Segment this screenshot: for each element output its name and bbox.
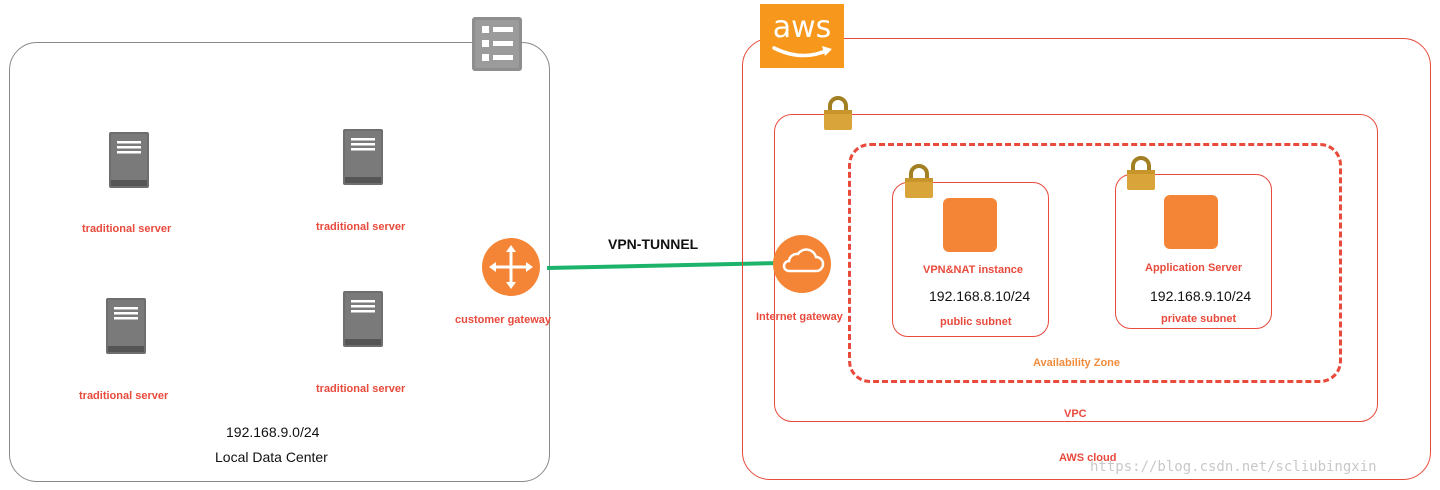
lock-icon [822,96,854,130]
server-label: traditional server [82,223,172,235]
aws-cloud-label: AWS cloud [1059,452,1117,464]
aws-cloud-group [742,38,1431,480]
local-cidr: 192.168.9.0/24 [226,424,320,440]
internet-gateway-label: Internet gateway [756,311,843,323]
public-subnet-group [892,182,1049,337]
private-subnet-group [1115,174,1272,329]
router-icon [481,237,541,297]
availability-zone-group [848,143,1342,383]
public-instance-ip: 192.168.8.10/24 [929,288,1031,304]
customer-gateway-label: customer gateway [455,314,551,326]
server-label: traditional server [79,390,169,402]
cloud-icon [772,234,832,294]
server-icon [109,132,149,188]
server-label: traditional server [316,221,406,233]
instance-icon [943,198,997,252]
private-subnet-label: private subnet [1161,313,1237,325]
server-icon [106,298,146,354]
lock-icon [903,164,935,198]
list-icon [472,17,522,71]
server-icon [343,291,383,347]
instance-icon [1164,195,1218,249]
private-instance-label: Application Server [1145,262,1243,274]
vpc-label: VPC [1064,408,1087,420]
lock-icon [1125,156,1157,190]
vpn-tunnel-label: VPN-TUNNEL [608,236,699,252]
watermark: https://blog.csdn.net/scliubingxin [1090,459,1377,475]
aws-logo: aws [760,4,844,68]
aws-logo-text: aws [772,10,832,45]
server-icon [343,129,383,185]
private-instance-ip: 192.168.9.10/24 [1150,288,1252,304]
availability-zone-label: Availability Zone [1033,357,1121,369]
public-subnet-label: public subnet [940,316,1012,328]
local-data-center-group [9,42,550,482]
public-instance-label: VPN&NAT instance [923,264,1024,276]
server-label: traditional server [316,383,406,395]
local-data-center-title: Local Data Center [215,449,328,465]
